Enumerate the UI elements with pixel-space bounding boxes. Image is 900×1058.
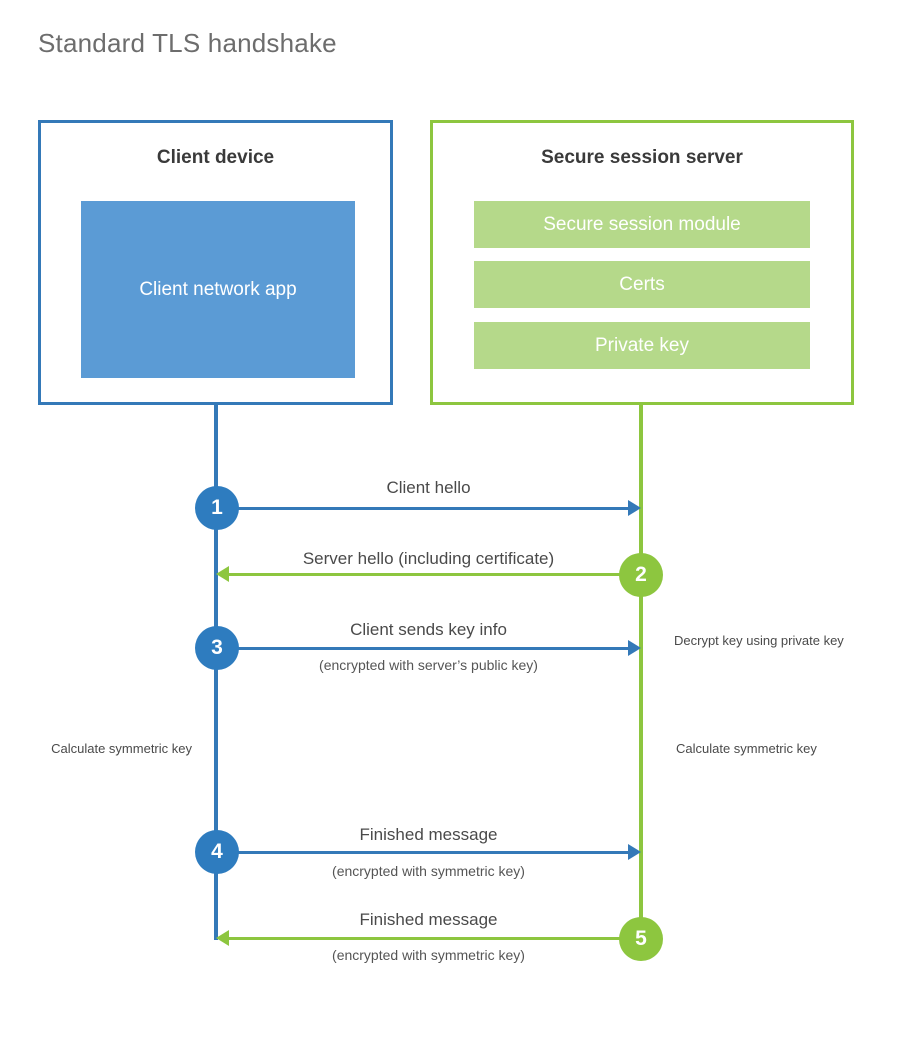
step-1-number-badge[interactable]: 1	[195, 486, 239, 530]
server-component-secure-session-module: Secure session module	[474, 201, 810, 248]
note-decrypt-key: Decrypt key using private key	[674, 633, 844, 648]
step-3-arrow-line	[216, 647, 630, 650]
step-5-arrow-line	[228, 937, 641, 940]
step-5-label: Finished message	[359, 910, 498, 929]
step-3-label: Client sends key info	[350, 620, 507, 639]
step-5-sublabel: (encrypted with symmetric key)	[332, 947, 525, 963]
step-4-sublabel: (encrypted with symmetric key)	[332, 863, 525, 879]
client-network-app-block: Client network app	[81, 201, 355, 378]
server-component-certs: Certs	[474, 261, 810, 308]
step-4-arrow-line	[216, 851, 630, 854]
step-3-arrow-head-icon	[628, 640, 641, 656]
note-server-calculate-symmetric-key: Calculate symmetric key	[676, 741, 817, 756]
note-client-calculate-symmetric-key: Calculate symmetric key	[51, 741, 192, 756]
secure-session-server-box: Secure session server Secure session mod…	[430, 120, 854, 405]
step-1-arrow-head-icon	[628, 500, 641, 516]
client-device-box: Client device Client network app	[38, 120, 393, 405]
step-2-number-badge[interactable]: 2	[619, 553, 663, 597]
step-4-label: Finished message	[359, 825, 498, 844]
step-5-arrow-head-icon	[216, 930, 229, 946]
step-5-number-badge[interactable]: 5	[619, 917, 663, 961]
step-2-arrow-head-icon	[216, 566, 229, 582]
step-2-label: Server hello (including certificate)	[302, 549, 555, 568]
step-1-label: Client hello	[386, 478, 471, 497]
server-component-private-key: Private key	[474, 322, 810, 369]
step-4-arrow-head-icon	[628, 844, 641, 860]
secure-session-server-title: Secure session server	[541, 147, 743, 168]
step-4-number-badge[interactable]: 4	[195, 830, 239, 874]
client-device-title: Client device	[156, 147, 275, 168]
client-lifeline	[214, 402, 218, 940]
page-title: Standard TLS handshake	[38, 28, 337, 58]
step-1-arrow-line	[216, 507, 630, 510]
server-lifeline	[639, 402, 643, 940]
step-2-arrow-line	[228, 573, 641, 576]
step-3-sublabel: (encrypted with server’s public key)	[319, 657, 538, 673]
step-3-number-badge[interactable]: 3	[195, 626, 239, 670]
